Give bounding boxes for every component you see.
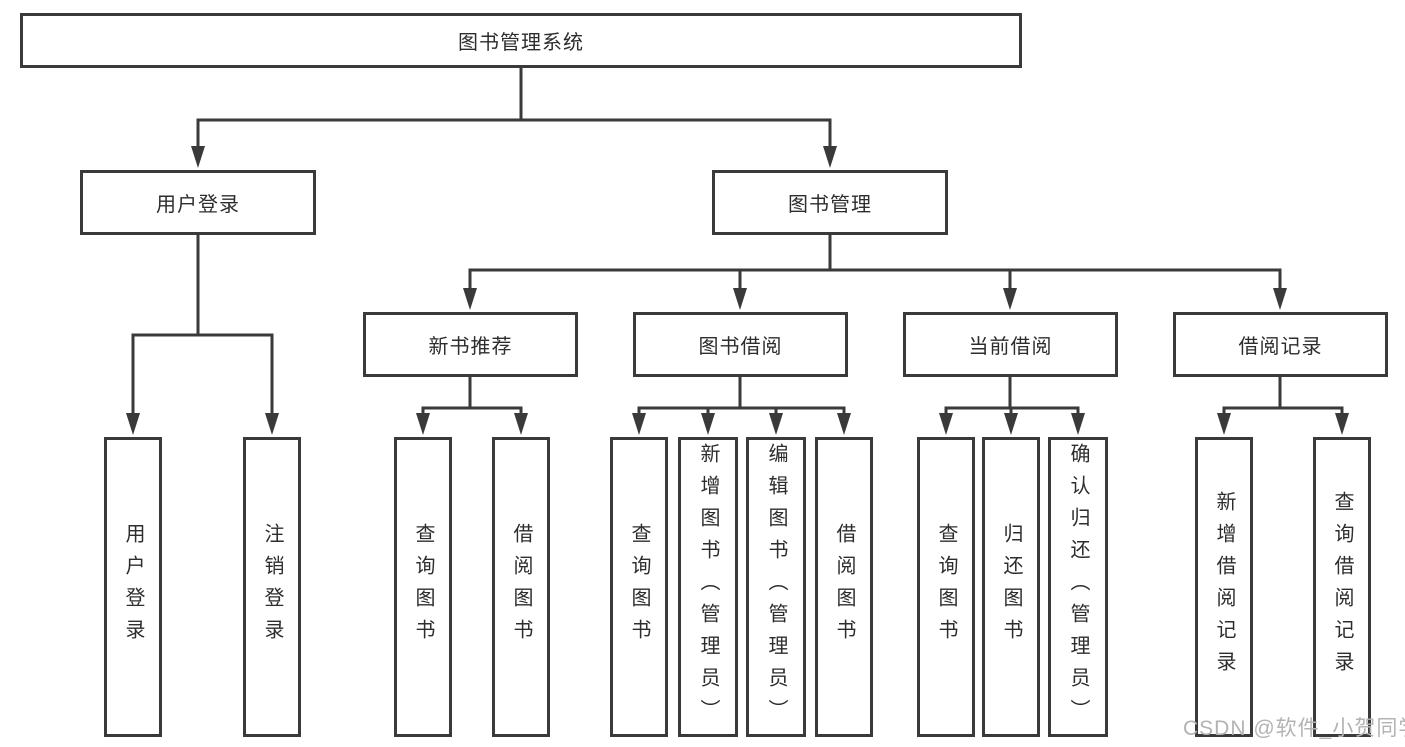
leaf-logout-label: 注销登录 bbox=[261, 523, 283, 651]
leaf-return-books: 归还图书 bbox=[982, 437, 1040, 737]
leaf-add-books-admin-label: 新增图书（管理员） bbox=[697, 443, 719, 731]
leaf-query-books-recommend-label: 查询图书 bbox=[412, 523, 434, 651]
node-borrow-records-label: 借阅记录 bbox=[1238, 336, 1323, 358]
node-current-borrow-label: 当前借阅 bbox=[968, 336, 1053, 358]
leaf-logout: 注销登录 bbox=[243, 437, 301, 737]
leaf-query-books-current: 查询图书 bbox=[917, 437, 975, 737]
leaf-edit-books-admin: 编辑图书（管理员） bbox=[746, 437, 806, 737]
node-book-borrow-label: 图书借阅 bbox=[698, 336, 783, 358]
leaf-query-books-borrow: 查询图书 bbox=[610, 437, 668, 737]
node-current-borrow: 当前借阅 bbox=[903, 312, 1118, 377]
leaf-confirm-return-admin-label: 确认归还（管理员） bbox=[1067, 443, 1089, 731]
node-new-book-recommend: 新书推荐 bbox=[363, 312, 578, 377]
leaf-query-books-borrow-label: 查询图书 bbox=[628, 523, 650, 651]
leaf-borrow-books-recommend-label: 借阅图书 bbox=[510, 523, 532, 651]
leaf-borrow-books: 借阅图书 bbox=[815, 437, 873, 737]
node-user-login-label: 用户登录 bbox=[156, 194, 240, 216]
node-book-management: 图书管理 bbox=[712, 170, 948, 235]
node-root-label: 图书管理系统 bbox=[458, 32, 584, 54]
leaf-add-borrow-record-label: 新增借阅记录 bbox=[1213, 491, 1235, 683]
leaf-return-books-label: 归还图书 bbox=[1000, 523, 1022, 651]
watermark: CSDN @软件_小贺同学 bbox=[1183, 717, 1405, 740]
leaf-confirm-return-admin: 确认归还（管理员） bbox=[1048, 437, 1108, 737]
leaf-edit-books-admin-label: 编辑图书（管理员） bbox=[765, 443, 787, 731]
node-borrow-records: 借阅记录 bbox=[1173, 312, 1388, 377]
leaf-borrow-books-recommend: 借阅图书 bbox=[492, 437, 550, 737]
leaf-add-borrow-record: 新增借阅记录 bbox=[1195, 437, 1253, 737]
node-book-borrow: 图书借阅 bbox=[633, 312, 848, 377]
node-root: 图书管理系统 bbox=[20, 13, 1022, 68]
leaf-query-books-recommend: 查询图书 bbox=[394, 437, 452, 737]
leaf-query-borrow-record-label: 查询借阅记录 bbox=[1331, 491, 1353, 683]
leaf-borrow-books-label: 借阅图书 bbox=[833, 523, 855, 651]
leaf-query-borrow-record: 查询借阅记录 bbox=[1313, 437, 1371, 737]
node-book-management-label: 图书管理 bbox=[788, 194, 872, 216]
node-user-login: 用户登录 bbox=[80, 170, 316, 235]
leaf-add-books-admin: 新增图书（管理员） bbox=[678, 437, 738, 737]
leaf-user-login: 用户登录 bbox=[104, 437, 162, 737]
leaf-query-books-current-label: 查询图书 bbox=[935, 523, 957, 651]
node-new-book-recommend-label: 新书推荐 bbox=[428, 336, 513, 358]
leaf-user-login-label: 用户登录 bbox=[122, 523, 144, 651]
